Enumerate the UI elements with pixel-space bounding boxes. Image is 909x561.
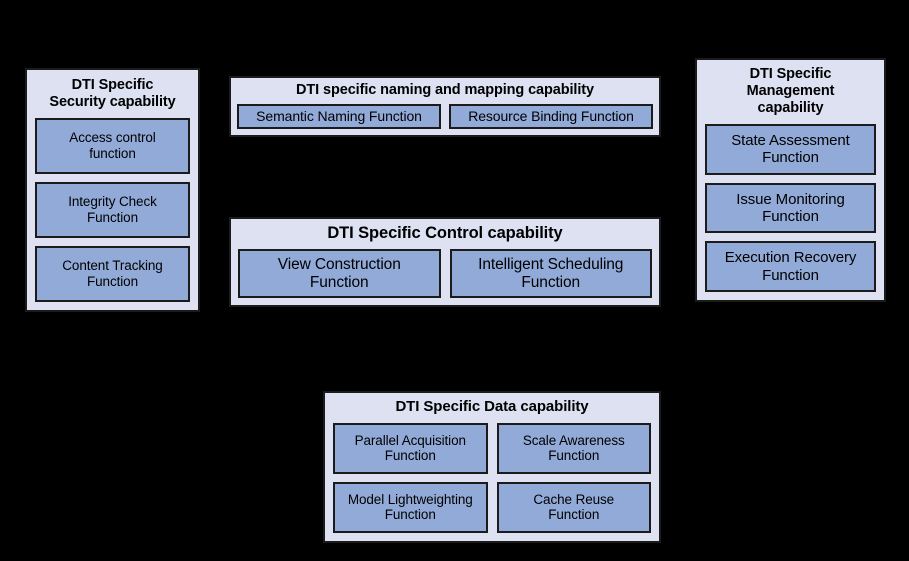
panel-security-title-line1: DTI Specific xyxy=(71,77,154,93)
function-issue-monitoring-label: Issue Monitoring Function xyxy=(736,190,845,226)
function-integrity-check[interactable]: Integrity Check Function xyxy=(35,181,190,238)
function-issue-monitoring[interactable]: Issue Monitoring Function xyxy=(705,182,876,234)
management-function-list: State Assessment Function Issue Monitori… xyxy=(705,123,876,293)
function-state-assessment[interactable]: State Assessment Function xyxy=(705,123,876,175)
data-function-grid: Parallel Acquisition Function Scale Awar… xyxy=(333,422,651,534)
function-view-construction-line1: View Construction xyxy=(277,255,401,273)
function-state-assessment-line1: State Assessment xyxy=(731,131,850,149)
function-execution-recovery-line2: Function xyxy=(762,266,819,284)
function-parallel-acquisition-label: Parallel Acquisition Function xyxy=(355,433,466,464)
data-function-row-1: Parallel Acquisition Function Scale Awar… xyxy=(333,422,651,474)
function-scale-awareness-line2: Function xyxy=(548,448,600,464)
function-execution-recovery-line1: Execution Recovery xyxy=(724,249,857,267)
function-content-tracking-line1: Content Tracking xyxy=(62,258,163,274)
function-execution-recovery-label: Execution Recovery Function xyxy=(725,249,857,284)
function-integrity-check-line2: Function xyxy=(87,209,138,225)
function-integrity-check-label: Integrity Check Function xyxy=(68,194,157,225)
function-cache-reuse-label: Cache Reuse Function xyxy=(533,492,614,523)
panel-management-title-line2: capability xyxy=(757,99,824,116)
function-execution-recovery[interactable]: Execution Recovery Function xyxy=(705,241,876,293)
panel-naming-title: DTI specific naming and mapping capabili… xyxy=(296,82,594,98)
function-model-lightweighting-line1: Model Lightweighting xyxy=(347,491,473,507)
function-state-assessment-label: State Assessment Function xyxy=(731,131,850,167)
function-parallel-acquisition-line2: Function xyxy=(384,448,436,464)
function-view-construction-line2: Function xyxy=(309,273,369,291)
function-intelligent-scheduling-label: Intelligent Scheduling Function xyxy=(478,256,623,292)
naming-function-list: Semantic Naming Function Resource Bindin… xyxy=(237,103,653,129)
panel-data-capability: DTI Specific Data capability Parallel Ac… xyxy=(323,391,661,543)
function-integrity-check-line1: Integrity Check xyxy=(68,194,157,210)
function-content-tracking[interactable]: Content Tracking Function xyxy=(35,245,190,302)
function-model-lightweighting-line2: Function xyxy=(384,507,436,523)
function-access-control-line2: function xyxy=(89,145,136,161)
function-content-tracking-line2: Function xyxy=(87,273,138,289)
panel-control-capability: DTI Specific Control capability View Con… xyxy=(229,217,661,307)
function-access-control-label: Access control function xyxy=(69,130,155,161)
panel-naming-mapping-capability: DTI specific naming and mapping capabili… xyxy=(229,76,661,137)
panel-security-capability: DTI Specific Security capability Access … xyxy=(25,68,200,312)
function-parallel-acquisition[interactable]: Parallel Acquisition Function xyxy=(333,422,488,474)
panel-management-title: DTI Specific Management capability xyxy=(705,66,876,124)
function-access-control-line1: Access control xyxy=(69,130,156,146)
panel-management-title-line1: DTI Specific Management xyxy=(746,66,835,99)
function-cache-reuse[interactable]: Cache Reuse Function xyxy=(496,481,651,534)
function-parallel-acquisition-line1: Parallel Acquisition xyxy=(354,432,466,448)
function-access-control[interactable]: Access control function xyxy=(35,117,190,174)
function-scale-awareness-label: Scale Awareness Function xyxy=(523,433,625,464)
function-intelligent-scheduling[interactable]: Intelligent Scheduling Function xyxy=(449,249,652,298)
panel-data-title: DTI Specific Data capability xyxy=(395,398,589,415)
function-cache-reuse-line2: Function xyxy=(548,507,600,523)
function-semantic-naming[interactable]: Semantic Naming Function xyxy=(237,103,441,129)
panel-control-title: DTI Specific Control capability xyxy=(327,224,563,242)
data-function-row-2: Model Lightweighting Function Cache Reus… xyxy=(333,481,651,534)
function-intelligent-scheduling-line2: Function xyxy=(521,273,581,291)
function-issue-monitoring-line2: Function xyxy=(762,207,819,225)
function-content-tracking-label: Content Tracking Function xyxy=(62,258,163,289)
function-model-lightweighting-label: Model Lightweighting Function xyxy=(348,492,473,523)
function-model-lightweighting[interactable]: Model Lightweighting Function xyxy=(333,481,488,534)
function-scale-awareness-line1: Scale Awareness xyxy=(522,432,625,448)
function-resource-binding[interactable]: Resource Binding Function xyxy=(449,103,653,129)
function-view-construction[interactable]: View Construction Function xyxy=(238,249,441,298)
function-issue-monitoring-line1: Issue Monitoring xyxy=(736,190,845,208)
function-state-assessment-line2: Function xyxy=(762,149,819,167)
panel-management-capability: DTI Specific Management capability State… xyxy=(695,58,886,302)
function-intelligent-scheduling-line1: Intelligent Scheduling xyxy=(478,255,624,273)
security-function-list: Access control function Integrity Check … xyxy=(35,117,190,302)
control-function-list: View Construction Function Intelligent S… xyxy=(238,249,652,298)
function-view-construction-label: View Construction Function xyxy=(278,256,401,292)
function-scale-awareness[interactable]: Scale Awareness Function xyxy=(496,422,651,474)
panel-security-title: DTI Specific Security capability xyxy=(35,77,190,118)
function-cache-reuse-line1: Cache Reuse xyxy=(533,491,615,507)
panel-security-title-line2: Security capability xyxy=(49,93,176,110)
